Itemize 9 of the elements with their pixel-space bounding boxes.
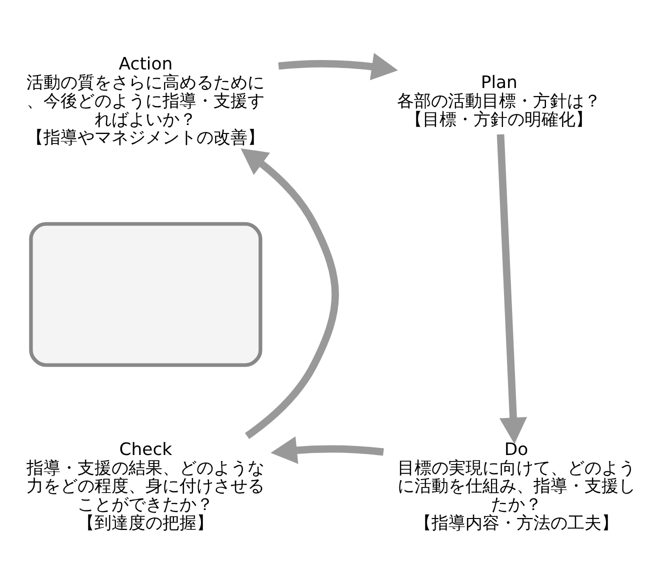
node-text: Plan 各部の活動目標・方針は？ 【目標・方針の明確化】: [397, 72, 602, 130]
node-text: Do 目標の実現に向けて、どのように活動を仕組み、指導・支援したか？ 【指導内容・方法の工夫】: [397, 439, 636, 534]
node-text: Check 指導・支援の結果、どのような力をどの程度、身に付けさせることができたか？ 【到達度の把握】: [26, 439, 265, 534]
arrow: [278, 52, 398, 80]
arrow: [496, 134, 528, 444]
arrow: [270, 436, 384, 464]
node-box: [29, 222, 262, 366]
arrow: [240, 148, 339, 438]
node-text: Action 活動の質をさらに高めるために、今後どのように指導・支援すればよいか？ 【指導やマネジメントの改善】: [26, 54, 265, 148]
